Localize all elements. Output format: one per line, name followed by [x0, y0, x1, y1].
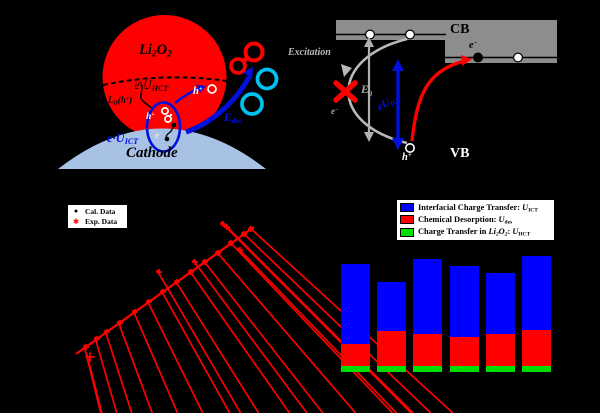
gray-electron-label: e−: [331, 106, 339, 116]
des-swatch-icon: [400, 215, 414, 225]
electrode-electron-empty: [512, 52, 523, 63]
des-legend-label: Chemical Desorption: Udes: [418, 214, 513, 226]
hct-energy-label: e·UHCT: [133, 77, 168, 93]
scatter-legend: ● Cal. Data ✱ Exp. Data: [67, 204, 128, 229]
bar-segment: [341, 366, 370, 372]
free-hole-ring: [207, 84, 217, 94]
conduction-band-step: [445, 20, 557, 63]
cathode-label: Cathode: [126, 145, 178, 161]
scatter-star: [83, 344, 102, 413]
bandgap-label: Eg: [361, 84, 373, 97]
exp-data-label: Exp. Data: [85, 217, 118, 226]
scatter-star: [215, 250, 357, 413]
pair-hole-label: h+: [146, 111, 155, 122]
desorption-energy-label: Edes: [224, 112, 242, 125]
oxygen-bubble-icon: [255, 67, 279, 91]
hole-label: h+: [402, 152, 412, 164]
scatter-star: [160, 289, 231, 413]
scatter-star: [174, 279, 260, 413]
bar-segment: [413, 259, 442, 334]
cb-label: CB: [450, 22, 470, 37]
bar-segment: [522, 256, 551, 330]
exp-data-marker-icon: ✱: [72, 216, 80, 226]
hole-to-electrode-arrow: [410, 55, 472, 142]
electron-pair-icon: [164, 122, 177, 142]
scatter-star: [220, 221, 413, 413]
scatter-star: [94, 336, 118, 413]
scatter-star: [228, 240, 394, 413]
scatter-star: [237, 247, 398, 413]
ict-swatch-icon: [400, 203, 414, 213]
li2o2-particle-label: Li2O2: [139, 42, 172, 60]
bar-segment: [341, 264, 370, 344]
scatter-plot: [75, 221, 455, 413]
bar-segment: [486, 273, 515, 334]
vb-hole-ring: [404, 143, 415, 154]
bar-segment: [486, 334, 515, 366]
li2o2-particle: [102, 15, 227, 139]
cal-data-marker-icon: ●: [73, 207, 79, 215]
scatter-legend-cal: ● Cal. Data: [71, 207, 124, 216]
bar-segment: [413, 366, 442, 372]
excitation-label: Excitation: [288, 47, 331, 58]
cal-data-label: Cal. Data: [85, 207, 116, 216]
bar-legend-ict: Interfacial Charge Transfer: UICT: [400, 203, 551, 213]
ict-legend-label: Interfacial Charge Transfer: UICT: [418, 202, 538, 214]
bar-segment: [486, 366, 515, 372]
diffusion-length-label: LD(h+): [108, 95, 133, 107]
bar-segment: [377, 282, 406, 331]
vb-label: VB: [450, 146, 470, 161]
free-hole-label: h+: [193, 86, 203, 98]
desorption-arrow: [185, 67, 253, 135]
scatter-star: [104, 329, 133, 413]
bar-segment: [522, 366, 551, 372]
hct-legend-label: Charge Transfer in Li2O2: UHCT: [418, 226, 531, 238]
bar-segment: [450, 266, 479, 337]
scatter-star: [192, 259, 308, 413]
blocked-x-icon: [333, 80, 358, 103]
bar-segment: [377, 366, 406, 372]
cathode-dome: [58, 128, 266, 169]
bar-segment: [413, 334, 442, 366]
ict-energy-label: e·UICT: [107, 131, 139, 147]
bandgap-double-arrow: [364, 37, 374, 142]
scatter-star: [132, 309, 179, 413]
scatter-legend-exp: ✱ Exp. Data: [71, 217, 124, 226]
bar-segment: [341, 344, 370, 366]
bar-legend-hct: Charge Transfer in Li2O2: UHCT: [400, 227, 551, 237]
scatter-star: [156, 269, 242, 413]
interface-transfer-ellipse: [145, 101, 182, 153]
hct-swatch-icon: [400, 227, 414, 237]
ict-energy-double-arrow: [392, 59, 404, 150]
transferred-electron-filled: [473, 52, 483, 63]
cb-electron-empty: [405, 29, 416, 40]
scatter-star: [188, 269, 291, 413]
bar-segment: [377, 331, 406, 366]
scatter-star: [241, 231, 432, 413]
scatter-star: [85, 352, 103, 413]
bar-segment: [450, 337, 479, 366]
hole-pair-icon: [161, 107, 173, 123]
bar-legend: Interfacial Charge Transfer: UICT Chemic…: [395, 198, 556, 242]
oxygen-bubble-icon: [240, 92, 264, 116]
cb-electron-empty: [365, 29, 376, 40]
pair-electron-label: e−: [155, 130, 163, 141]
o2-molecule-icon: [229, 41, 265, 75]
scatter-star: [202, 259, 324, 413]
bar-segment: [450, 366, 479, 372]
scatter-star: [224, 224, 415, 413]
bar-segment: [522, 330, 551, 366]
hole-transfer-arrow: [174, 85, 206, 104]
hole-diffusion-squiggle: [139, 81, 154, 110]
scatter-star: [117, 320, 154, 413]
electron-label: e−: [469, 40, 478, 51]
bar-legend-des: Chemical Desorption: Udes: [400, 215, 551, 225]
scatter-star: [146, 299, 204, 413]
scatter-star: [248, 226, 455, 413]
